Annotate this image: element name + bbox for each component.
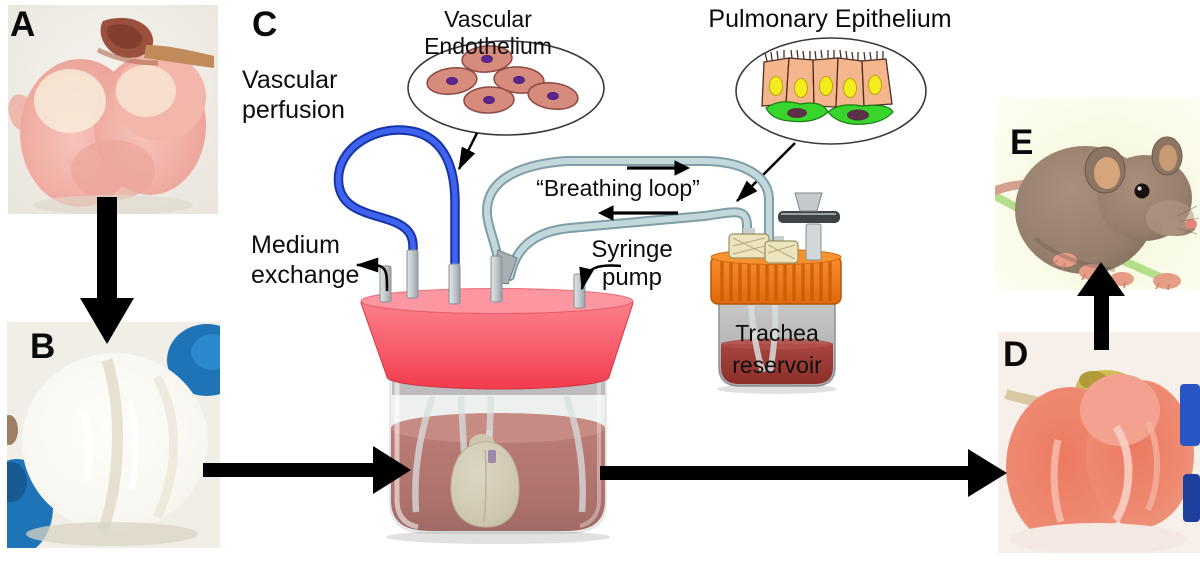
bioreactor-jar xyxy=(386,375,610,544)
pulmonary-epithelium-inset xyxy=(735,37,927,202)
internal-tubes xyxy=(412,394,587,513)
medium-exchange-arrow xyxy=(355,257,389,292)
panel-label-e: E xyxy=(1010,123,1034,162)
decellularized-lung-image xyxy=(7,322,220,548)
panel-a-photo xyxy=(8,5,218,214)
label-syringe-pump: Syringe pump xyxy=(591,236,673,292)
columnar-epithelial-cells xyxy=(761,57,893,108)
native-lung-image xyxy=(8,5,218,214)
basal-cells xyxy=(765,101,894,125)
stopcock-valve xyxy=(778,192,840,261)
panel-label-d: D xyxy=(1003,335,1029,374)
panel-label-b: B xyxy=(30,327,56,366)
epithelial-nuclei xyxy=(769,75,882,98)
label-trachea-reservoir: Trachea reservoir xyxy=(732,320,822,379)
arrow-bioreactor-to-d xyxy=(600,449,1007,497)
label-breathing-loop: “Breathing loop” xyxy=(536,175,700,201)
reservoir-cap xyxy=(710,255,842,305)
label-pulmonary-epithelium: Pulmonary Epithelium xyxy=(708,5,952,33)
lid-ports xyxy=(379,249,586,309)
label-vascular-endothelium: Vascular Endothelium xyxy=(424,6,552,60)
panel-d-photo xyxy=(998,332,1200,553)
endothelial-nuclei xyxy=(446,55,559,104)
label-vascular-perfusion: Vascular perfusion xyxy=(242,66,345,124)
basal-nuclei xyxy=(787,108,869,121)
lung-in-bioreactor xyxy=(450,430,520,528)
arrow-b-to-bioreactor xyxy=(203,446,411,494)
culture-medium xyxy=(391,428,605,531)
epithelium-pointer-arrow xyxy=(736,142,796,202)
recellularized-lung-image xyxy=(998,332,1200,553)
endothelium-pointer-arrow xyxy=(457,132,479,171)
panel-b-photo xyxy=(7,322,220,548)
luer-fittings xyxy=(728,228,799,264)
cilia xyxy=(764,49,884,62)
cannula-clip xyxy=(488,450,496,463)
y-connector xyxy=(491,249,518,285)
label-medium-exchange: Medium exchange xyxy=(251,231,360,289)
panel-label-a: A xyxy=(10,5,36,44)
panel-label-c: C xyxy=(252,5,278,44)
glass-vessel xyxy=(389,375,607,534)
